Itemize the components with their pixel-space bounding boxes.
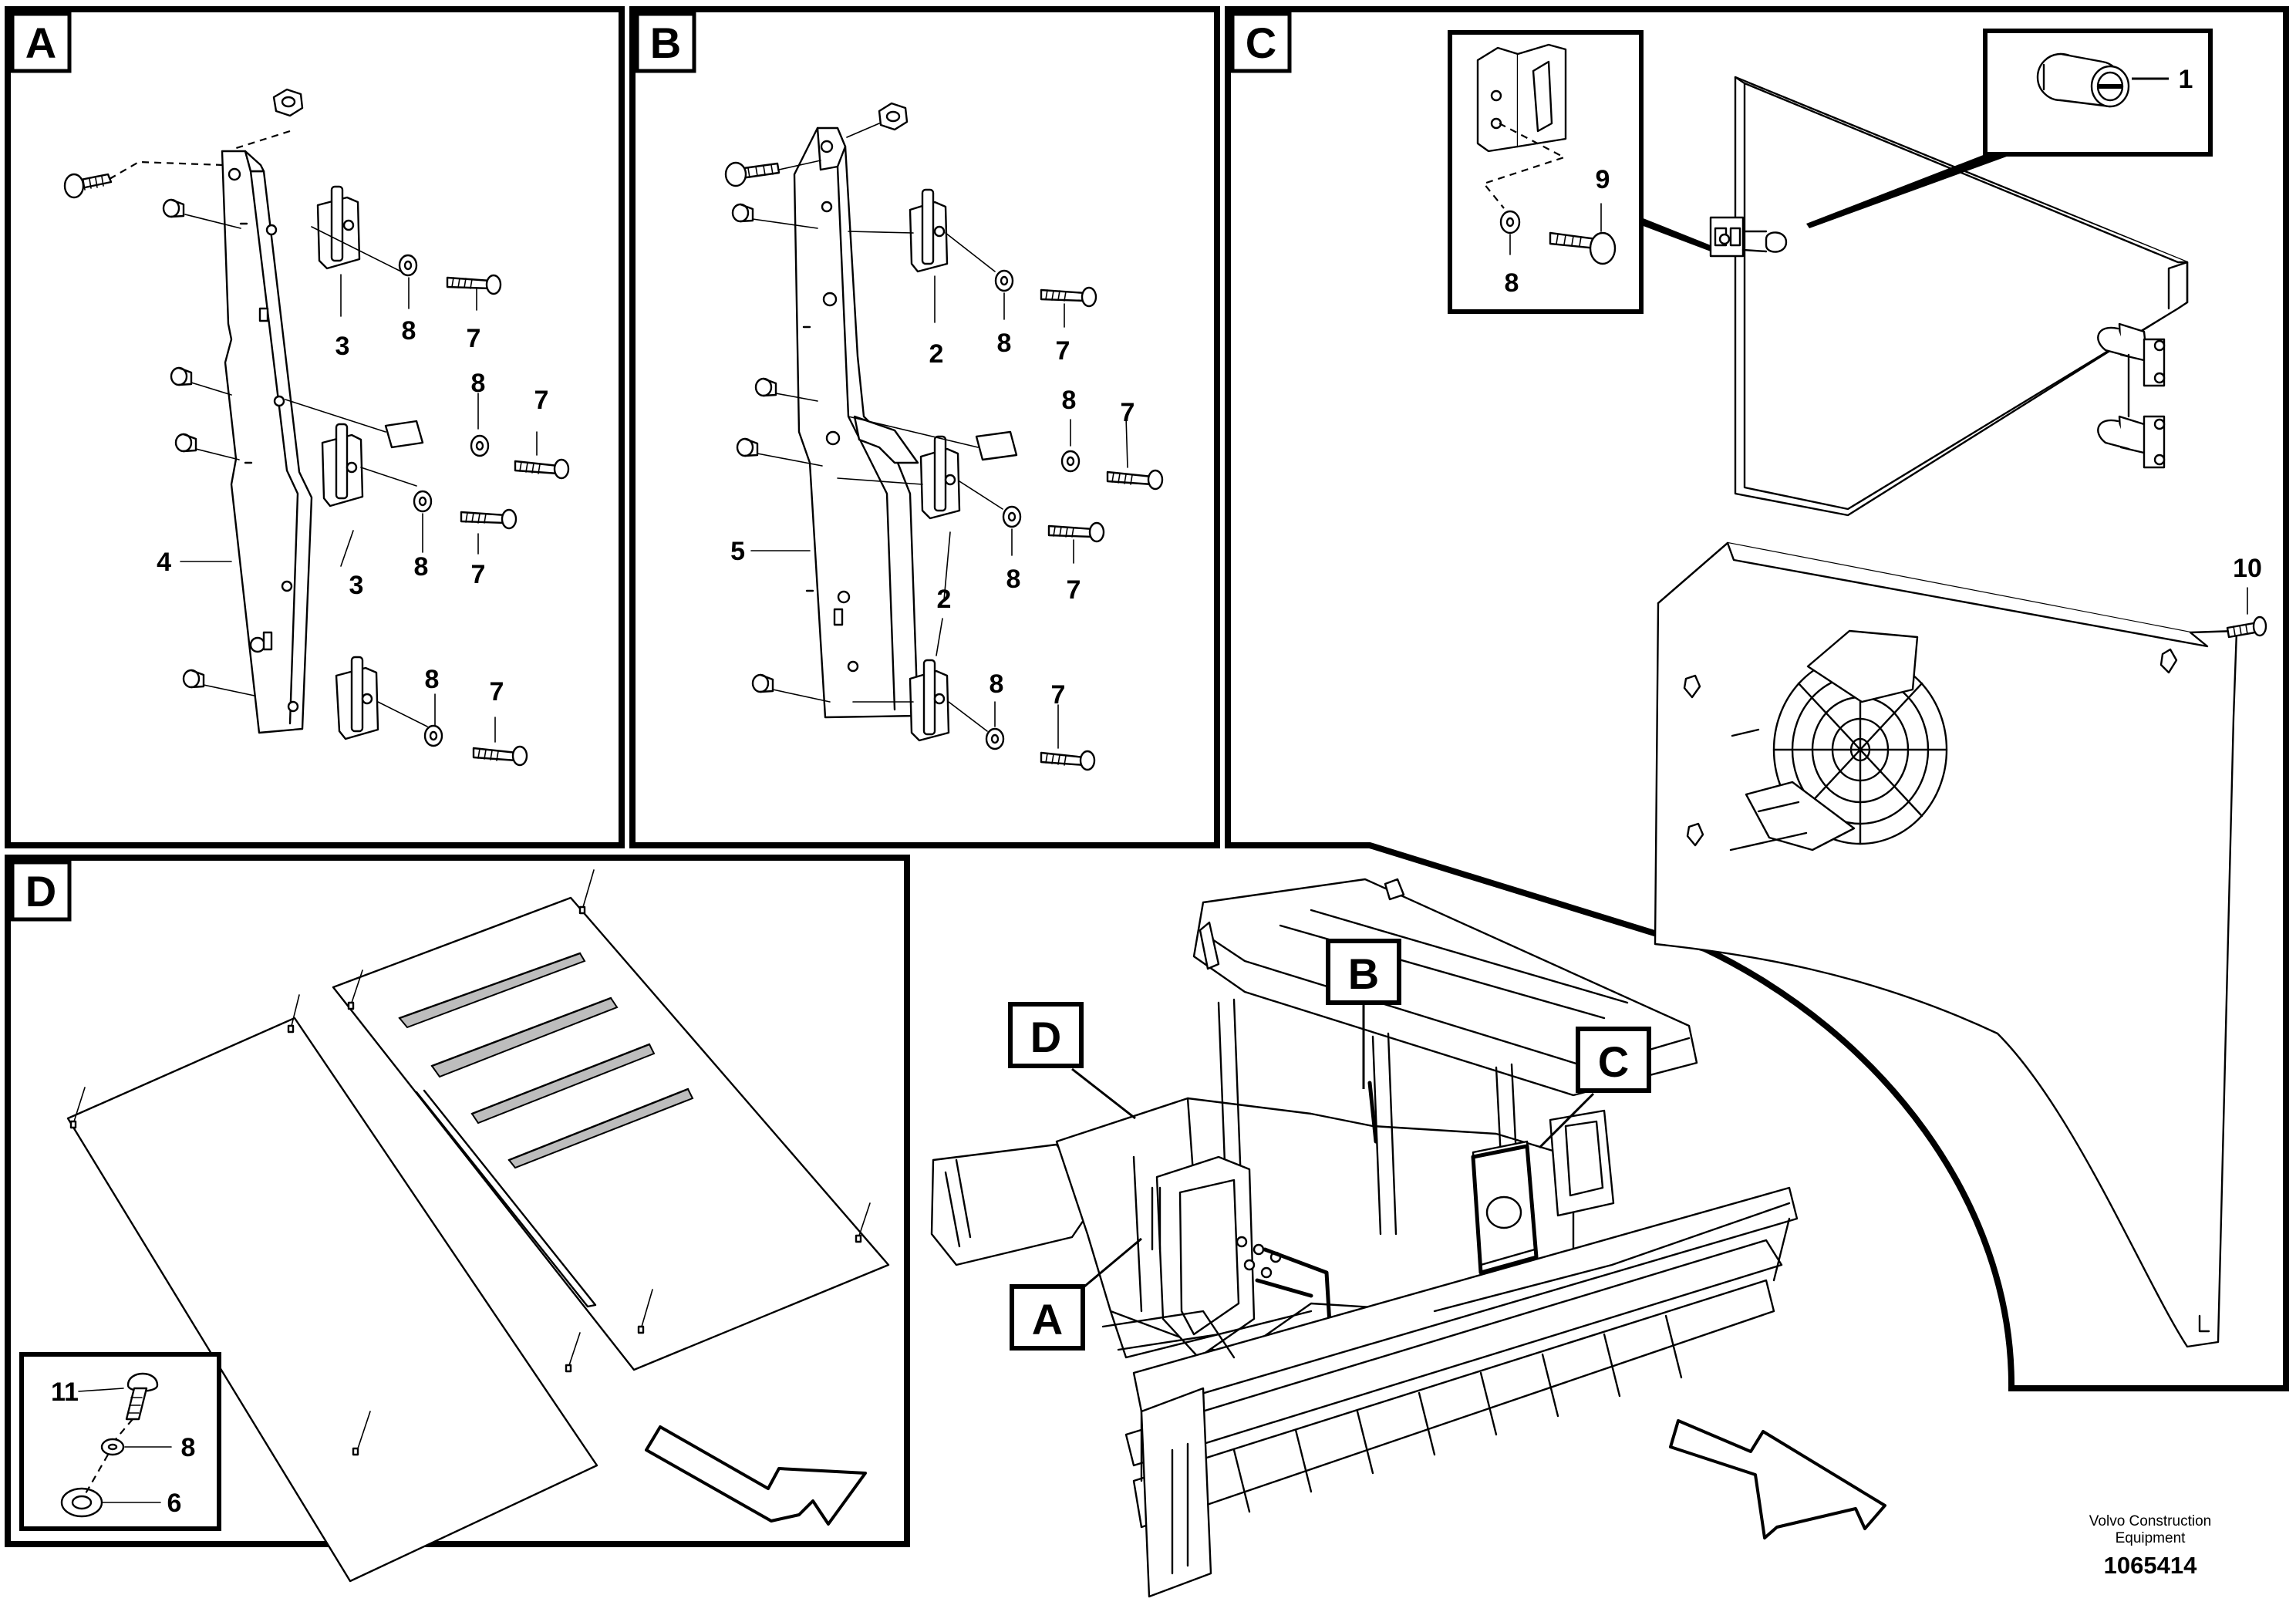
callout-1: 1 <box>2179 65 2193 94</box>
panel-c: C <box>1230 12 2267 1348</box>
bolt-icon <box>1549 231 1617 265</box>
latch <box>1709 216 1788 258</box>
lock-cylinder-icon <box>2036 52 2130 108</box>
callout-8-a3: 8 <box>414 552 429 582</box>
washer-icon <box>985 269 1081 750</box>
panel-b: B <box>635 12 1164 771</box>
callout-8-b4: 8 <box>990 669 1004 699</box>
callout-7-b2: 7 <box>1121 398 1135 427</box>
figure-footer: Volvo Construction Equipment 1065414 <box>2089 1513 2211 1579</box>
callout-9: 9 <box>1596 165 1610 194</box>
bolt-icon <box>446 274 570 767</box>
hinge-part-2-bottom <box>909 659 950 742</box>
nut-icon <box>272 88 304 117</box>
panel-b-tag-label: B <box>650 19 681 67</box>
overview-tag-a-label: A <box>1032 1295 1063 1344</box>
washer-icon <box>1499 210 1521 234</box>
overview-tag-a <box>1010 1284 1085 1351</box>
panel-b-tag <box>635 12 696 73</box>
floor-plate-right <box>332 896 890 1371</box>
overview-tag-b <box>1326 939 1401 1005</box>
arrow-icon <box>1669 1419 1886 1539</box>
bolt-icon <box>125 1372 159 1421</box>
callout-7-b4: 7 <box>1051 680 1066 710</box>
floor-plate-left <box>66 1017 598 1583</box>
callout-8-b3: 8 <box>1006 565 1021 594</box>
panel-c-tag-label: C <box>1246 19 1276 67</box>
callout-8-a2: 8 <box>471 369 486 398</box>
panel-a-tag <box>10 12 72 73</box>
callout-7-a4: 7 <box>490 677 504 706</box>
callout-7-a2: 7 <box>534 386 549 415</box>
panel-a-tag-label: A <box>25 19 56 67</box>
callout-3-bottom: 3 <box>349 571 364 600</box>
brand-line-1: Volvo Construction <box>2089 1513 2211 1529</box>
callout-8-a4: 8 <box>425 665 440 694</box>
bolt-icon <box>1040 286 1164 771</box>
nut-icon <box>878 102 909 131</box>
brand-line-2: Equipment <box>2116 1530 2186 1546</box>
figure-number: 1065414 <box>2104 1552 2197 1579</box>
hinge-part-3-bottom <box>335 656 379 740</box>
arrow-icon <box>645 1425 867 1526</box>
panel-d-tag <box>10 860 72 922</box>
hinge <box>2097 322 2166 469</box>
callout-2-top: 2 <box>929 339 944 369</box>
panel-a: A <box>10 12 570 767</box>
panel-c-tag <box>1230 12 1292 73</box>
callout-7-b1: 7 <box>1056 336 1070 366</box>
overview-tag-c-label: C <box>1598 1037 1629 1086</box>
callout-11: 11 <box>51 1378 79 1407</box>
panel-d: D 11 <box>10 860 890 1583</box>
bracket-face-part-4 <box>244 150 265 173</box>
bolt-icon <box>2226 615 2267 639</box>
hinge-part-3-top <box>311 185 402 272</box>
nut-icon <box>731 203 777 693</box>
overview-tag-d-label: D <box>1030 1013 1061 1061</box>
callout-6: 6 <box>167 1489 182 1518</box>
nut-icon <box>162 198 205 689</box>
callout-8-b2: 8 <box>1062 386 1077 415</box>
callout-7-a3: 7 <box>471 560 486 589</box>
washer-icon <box>100 1438 125 1456</box>
washer-icon <box>398 254 490 747</box>
callout-5: 5 <box>730 537 745 566</box>
callout-7-a1: 7 <box>467 324 481 353</box>
callout-7-b3: 7 <box>1067 575 1081 605</box>
panel-d-tag-label: D <box>25 867 56 916</box>
callout-4: 4 <box>157 548 171 577</box>
callout-10: 10 <box>2233 554 2262 583</box>
bracket <box>1476 43 1567 153</box>
callout-8-b1: 8 <box>997 329 1012 358</box>
hinge-part-2-middle <box>919 435 961 520</box>
callout-8-d: 8 <box>181 1433 196 1462</box>
bolt-icon <box>724 161 781 187</box>
bolt-icon <box>63 173 113 199</box>
plate <box>384 420 424 449</box>
callout-3-top: 3 <box>335 332 350 361</box>
callout-8-a1: 8 <box>402 316 416 346</box>
fan-grille-icon <box>1729 629 1948 851</box>
callout-8-c: 8 <box>1505 268 1519 298</box>
panel-a-frame <box>5 6 625 848</box>
overview-tag-d <box>1008 1002 1084 1068</box>
overview-tag-c <box>1576 1027 1651 1093</box>
overview-tag-b-label: B <box>1348 949 1379 998</box>
seal <box>60 1487 103 1518</box>
hinge-part-3-middle <box>321 423 364 508</box>
callout-2-bottom: 2 <box>937 585 952 614</box>
machine-overview: D B C A <box>930 878 1886 1598</box>
hinge-part-2-top <box>909 188 949 273</box>
plate <box>975 430 1018 461</box>
